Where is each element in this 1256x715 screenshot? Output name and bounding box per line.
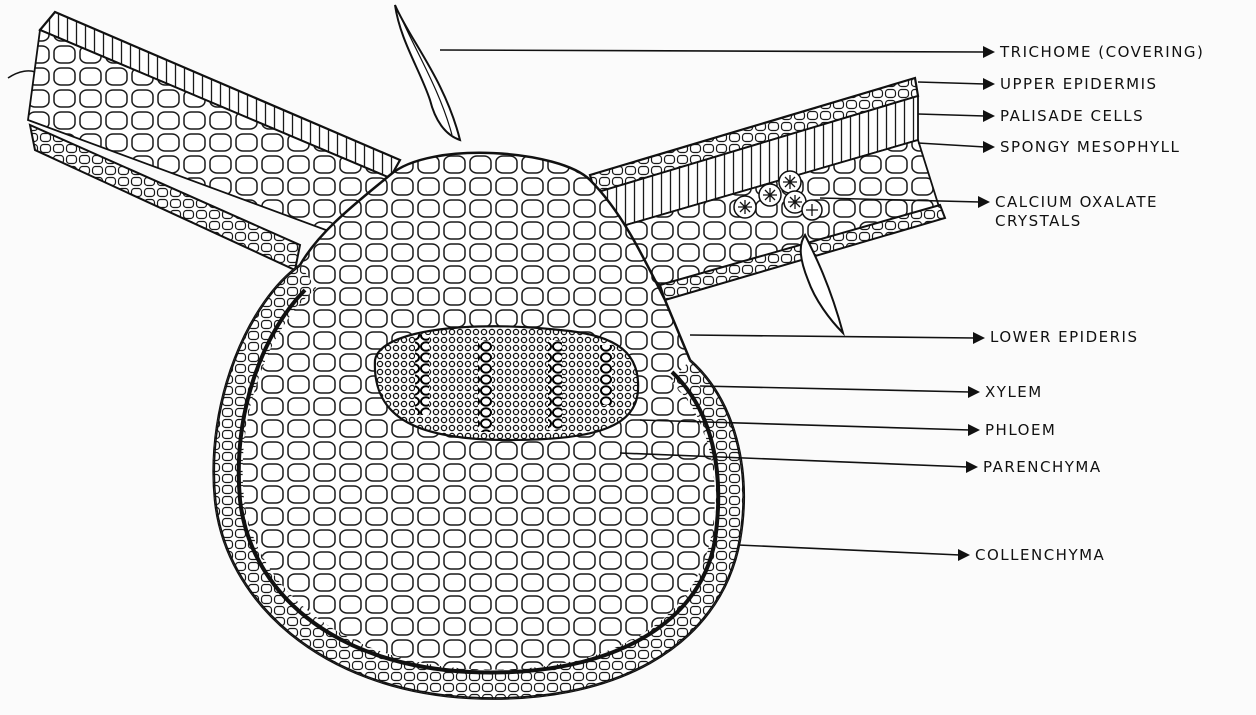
label-spongy-mesophyll: SPONGY MESOPHYLL <box>1000 138 1256 157</box>
label-upper-epidermis: UPPER EPIDERMIS <box>1000 75 1158 94</box>
label-xylem: XYLEM <box>985 383 1043 402</box>
upper-trichome <box>395 5 460 140</box>
label-trichome: TRICHOME (COVERING) <box>1000 43 1204 62</box>
label-lower-epidermis: LOWER EPIDERIS <box>990 328 1138 347</box>
label-palisade-cells: PALISADE CELLS <box>1000 107 1144 126</box>
label-phloem: PHLOEM <box>985 421 1056 440</box>
label-calcium-oxalate-crystals: CALCIUM OXALATE CRYSTALS <box>995 193 1158 231</box>
label-collenchyma: COLLENCHYMA <box>975 546 1105 565</box>
label-parenchyma: PARENCHYMA <box>983 458 1102 477</box>
